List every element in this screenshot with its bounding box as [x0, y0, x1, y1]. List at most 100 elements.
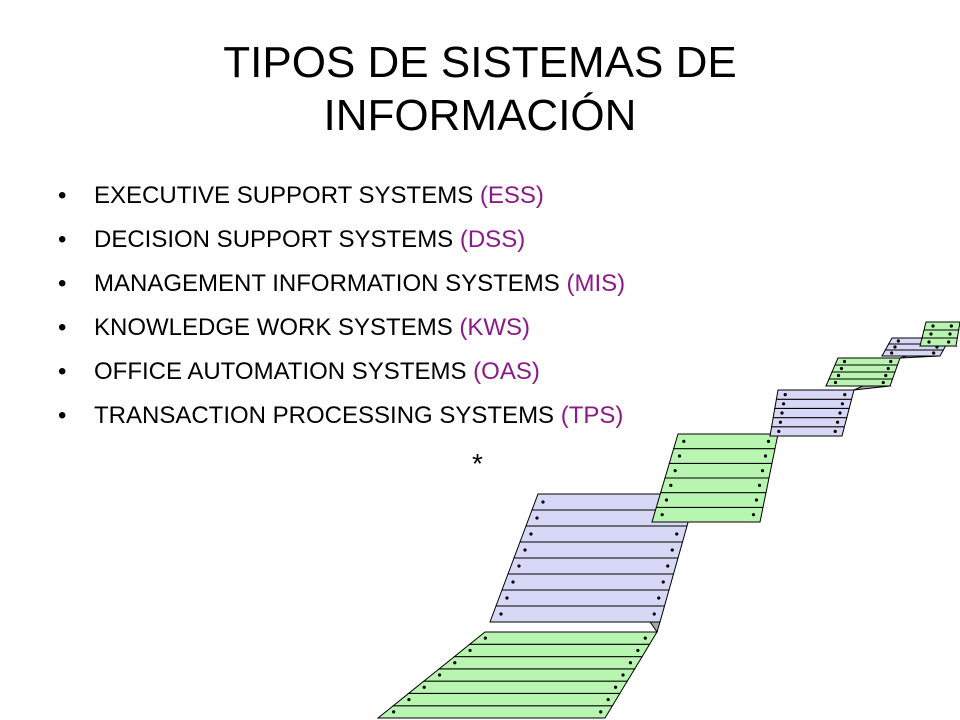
- tractor-hole: [673, 469, 677, 473]
- tractor-hole: [893, 345, 897, 349]
- paper-sheet: [775, 389, 855, 400]
- tractor-hole: [505, 596, 509, 600]
- tractor-hole: [833, 429, 837, 433]
- tractor-hole: [839, 366, 844, 371]
- tractor-hole: [483, 636, 487, 640]
- tractor-hole: [929, 332, 933, 336]
- paper-sheet: [655, 492, 767, 508]
- paper-sheet: [668, 448, 776, 464]
- list-item-ess: EXECUTIVE SUPPORT SYSTEMS (ESS): [58, 174, 858, 218]
- tractor-hole: [541, 500, 545, 504]
- title-line-1: TIPOS DE SISTEMAS DE: [223, 38, 737, 87]
- list-item-text: KNOWLEDGE WORK SYSTEMS: [94, 314, 460, 341]
- tractor-hole: [843, 393, 847, 397]
- list-item-mis: MANAGEMENT INFORMATION SYSTEMS (MIS): [58, 262, 858, 306]
- tractor-hole: [778, 420, 782, 424]
- paper-sheet: [422, 668, 636, 682]
- paper-sheet: [664, 462, 773, 479]
- tractor-hole: [437, 673, 442, 677]
- list-item-acronym: (OAS): [473, 358, 540, 385]
- paper-sheet: [919, 337, 958, 347]
- paper-sheet: [519, 525, 688, 543]
- tractor-hole: [751, 513, 756, 517]
- tractor-hole: [889, 359, 893, 364]
- tractor-hole: [392, 710, 396, 714]
- tractor-hole: [833, 380, 838, 385]
- tractor-hole: [636, 648, 640, 653]
- paper-sheet: [507, 557, 679, 575]
- tractor-hole: [628, 661, 633, 665]
- paper-sheet: [774, 398, 853, 409]
- tractor-hole: [511, 580, 515, 584]
- tractor-hole: [881, 380, 885, 385]
- paper-sheet: [923, 321, 960, 331]
- paper-sheet: [772, 407, 850, 419]
- tractor-hole: [675, 532, 679, 536]
- tractor-hole: [836, 373, 841, 378]
- title-line-2: INFORMACIÓN: [323, 91, 637, 140]
- tractor-hole: [613, 685, 618, 689]
- tractor-hole: [947, 340, 951, 344]
- list-item-text: MANAGEMENT INFORMATION SYSTEMS: [94, 270, 567, 297]
- tractor-hole: [666, 564, 670, 568]
- tractor-hole: [468, 648, 472, 653]
- paper-sheet: [495, 589, 670, 607]
- paper-sheet: [489, 605, 666, 623]
- tractor-hole: [670, 548, 674, 552]
- tractor-hole: [523, 548, 527, 552]
- tractor-hole: [677, 454, 682, 458]
- paper-sheet: [391, 692, 621, 707]
- list-item-acronym: (TPS): [560, 402, 624, 429]
- list-item-oas: OFFICE AUTOMATION SYSTEMS (OAS): [58, 350, 858, 394]
- tractor-hole: [517, 564, 521, 568]
- paper-sheet: [407, 680, 629, 694]
- paper-sheet: [672, 433, 779, 450]
- paper-sheet: [769, 426, 846, 437]
- tractor-hole: [535, 516, 539, 520]
- tractor-hole: [760, 469, 765, 473]
- tractor-hole: [499, 612, 503, 616]
- list-item-acronym: (ESS): [479, 182, 544, 209]
- tractor-hole: [838, 411, 842, 415]
- paper-sheet: [651, 506, 764, 523]
- tractor-hole: [780, 411, 784, 415]
- star-mark: *: [472, 448, 483, 479]
- tractor-hole: [884, 373, 888, 378]
- list-item-text: TRANSACTION PROCESSING SYSTEMS: [94, 402, 561, 429]
- paper-sheet: [771, 417, 848, 428]
- tractor-hole: [932, 351, 936, 355]
- tractor-hole: [643, 636, 647, 640]
- tractor-hole: [599, 710, 603, 714]
- tractor-hole: [842, 359, 847, 364]
- tractor-hole: [754, 498, 759, 502]
- tractor-hole: [453, 661, 457, 665]
- tractor-hole: [407, 697, 411, 702]
- tractor-hole: [948, 332, 952, 336]
- tractor-hole: [621, 673, 625, 677]
- tractor-hole: [664, 498, 669, 502]
- paper-sheet: [501, 573, 675, 591]
- tractor-hole: [529, 532, 533, 536]
- tractor-hole: [782, 402, 786, 406]
- list-item-tps: TRANSACTION PROCESSING SYSTEMS (TPS): [58, 394, 858, 438]
- systems-list: EXECUTIVE SUPPORT SYSTEMS (ESS) DECISION…: [58, 174, 858, 438]
- tractor-hole: [757, 483, 762, 487]
- tractor-hole: [422, 685, 426, 689]
- tractor-hole: [777, 429, 781, 433]
- tractor-hole: [766, 439, 771, 443]
- tractor-hole: [927, 340, 931, 344]
- tractor-hole: [896, 339, 900, 343]
- tractor-hole: [840, 402, 844, 406]
- list-item-text: EXECUTIVE SUPPORT SYSTEMS: [94, 182, 480, 209]
- paper-sheet: [921, 329, 960, 339]
- list-item-acronym: (MIS): [566, 270, 626, 297]
- list-item-text: OFFICE AUTOMATION SYSTEMS: [94, 358, 474, 385]
- tractor-hole: [657, 596, 661, 600]
- paper-sheet: [453, 643, 651, 658]
- list-item-kws: KNOWLEDGE WORK SYSTEMS (KWS): [58, 306, 858, 350]
- tractor-hole: [949, 324, 953, 328]
- paper-sheet: [513, 541, 684, 559]
- paper-sheet: [437, 656, 644, 670]
- paper-sheet: [468, 631, 658, 645]
- paper-sheet: [659, 477, 770, 494]
